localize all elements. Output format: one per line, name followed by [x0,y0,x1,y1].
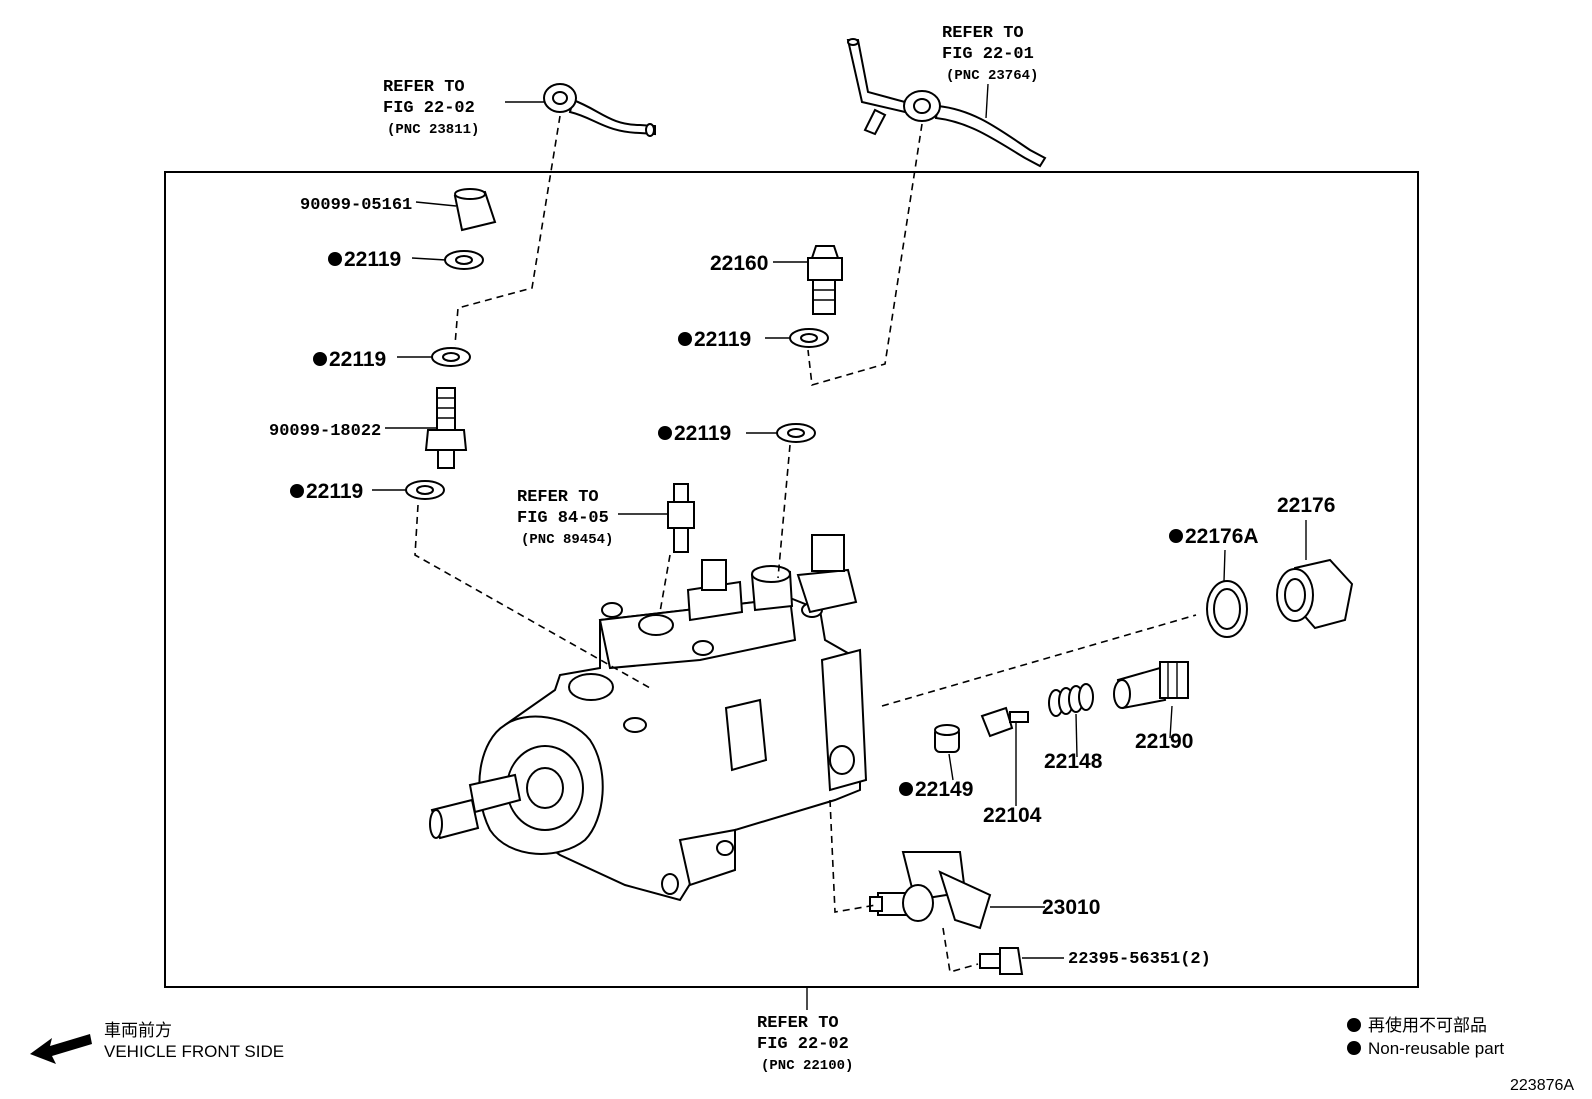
vehicle-front-legend: 車両前方 VEHICLE FRONT SIDE [30,1021,284,1064]
hollow-screw-90099-18022 [424,387,468,469]
gasket-22119-e [776,423,816,443]
ref-fig: FIG 22-02 [383,99,475,118]
o-ring-22176A [1206,580,1248,638]
valve-22190 [1113,661,1189,710]
ref-pnc: (PNC 23764) [946,68,1038,84]
diagram-frame [164,171,1419,988]
part-labels: 90099-05161 22119 22119 90099-18022 2211… [269,196,1335,969]
sensor [667,483,695,553]
ref-fig-22-02-22100: REFER TO FIG 22-02 (PNC 22100) [757,1014,853,1074]
ref-fig-22-01-23764: REFER TO FIG 22-01 (PNC 23764) [942,24,1038,84]
ref-fig-84-05-89454: REFER TO FIG 84-05 (PNC 89454) [517,488,613,548]
label-22149: 22149 [915,778,973,801]
front-label-jp: 車両前方 [104,1021,172,1040]
gasket-22119-b [431,347,471,367]
piston-22104 [980,706,1029,738]
solenoid-23010 [869,851,992,930]
collar-22149 [934,724,960,753]
front-label-en: VEHICLE FRONT SIDE [104,1042,284,1061]
non-reusable-marker [658,426,672,440]
ref-text: REFER TO [517,488,599,507]
non-reusable-label-en: Non-reusable part [1368,1039,1504,1058]
label-90099-18022: 90099-18022 [269,422,381,441]
ref-pnc: (PNC 23811) [387,122,479,138]
label-22190: 22190 [1135,730,1193,753]
spring-22148 [1048,683,1094,717]
label-22119-e: 22119 [674,422,731,445]
ref-text: REFER TO [383,78,465,97]
gasket-22119-a [444,250,484,270]
non-reusable-marker [290,484,304,498]
label-22104: 22104 [983,804,1042,827]
label-23010: 23010 [1042,896,1100,919]
ref-fig: FIG 22-01 [942,45,1034,64]
non-reusable-bullet [1347,1041,1361,1055]
label-22119-d: 22119 [694,328,751,351]
banjo-pipe-right [846,38,1047,168]
bolt-22395 [979,947,1024,975]
front-arrow-icon [30,1034,92,1064]
ref-fig: FIG 22-02 [757,1035,849,1054]
non-reusable-marker [1169,529,1183,543]
gasket-22119-c [405,480,445,500]
label-22119-c: 22119 [306,480,363,503]
label-22176A: 22176A [1185,525,1259,548]
union-nut-90099-05161 [453,188,497,232]
injection-pump [429,534,868,902]
leader-lines [372,83,1307,1010]
non-reusable-bullet [1347,1018,1361,1032]
non-reusable-marker [899,782,913,796]
label-22148: 22148 [1044,750,1103,773]
ref-pnc: (PNC 89454) [521,532,613,548]
non-reusable-label-jp: 再使用不可部品 [1368,1015,1487,1035]
non-reusable-legend: 再使用不可部品 Non-reusable part [1347,1015,1504,1058]
ref-text: REFER TO [942,24,1024,43]
banjo-pipe-left [543,83,656,137]
label-22160: 22160 [710,252,768,275]
non-reusable-marker [678,332,692,346]
label-22395-56351: 22395-56351(2) [1068,950,1211,969]
ref-text: REFER TO [757,1014,839,1033]
ref-fig-22-02-23811: REFER TO FIG 22-02 (PNC 23811) [383,78,479,138]
label-22119-b: 22119 [329,348,386,371]
assembly-lines [414,115,1197,974]
ref-fig: FIG 84-05 [517,509,609,528]
label-22176: 22176 [1277,494,1335,517]
figure-code: 223876A [1510,1077,1574,1094]
gasket-22119-d [789,328,829,348]
plug-22176 [1276,558,1354,630]
label-22119-a: 22119 [344,248,401,271]
ref-pnc: (PNC 22100) [761,1058,853,1074]
bolt-22160 [807,245,843,315]
non-reusable-marker [313,352,327,366]
label-90099-05161: 90099-05161 [300,196,412,215]
non-reusable-marker [328,252,342,266]
